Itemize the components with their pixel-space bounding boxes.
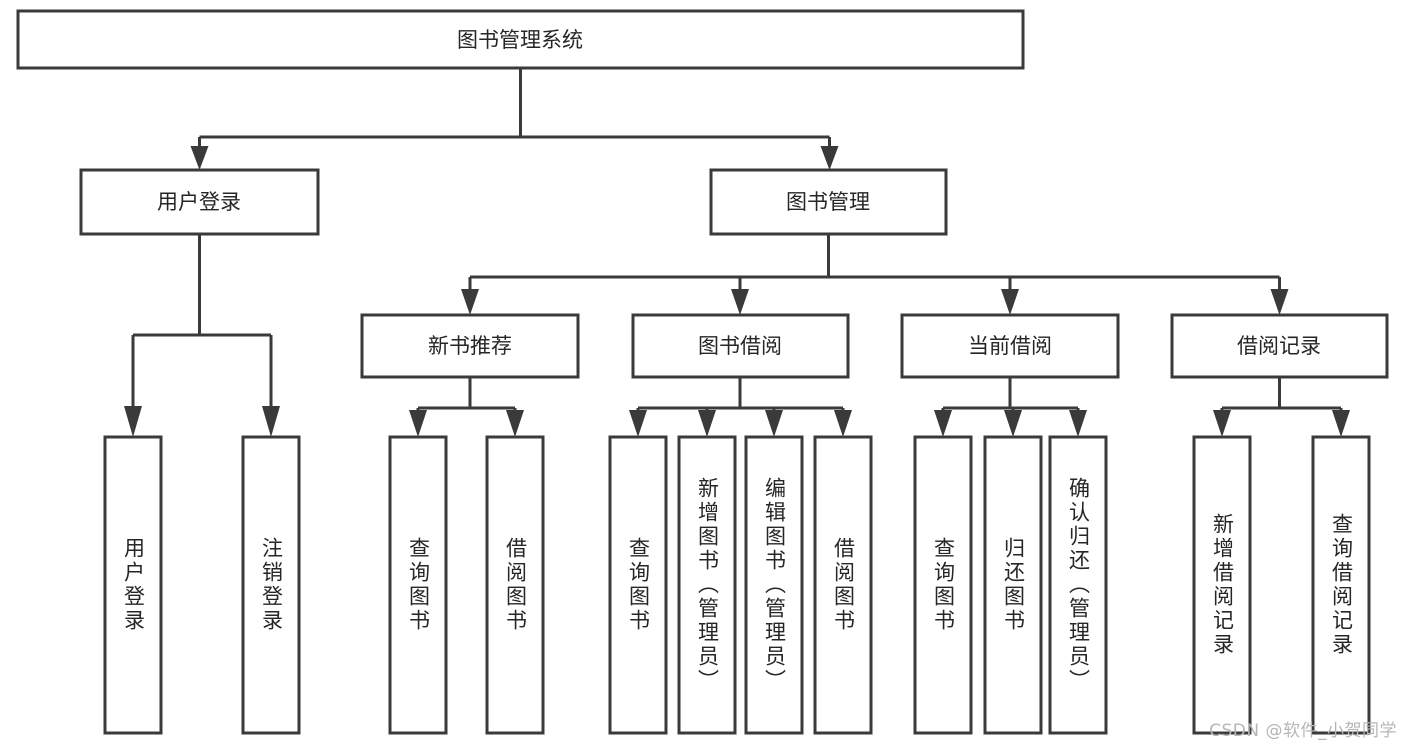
arrow-head-icon [262,406,280,437]
node-root[interactable]: 图书管理系统 [16,9,1025,70]
node-borrow-record[interactable]: 借阅记录 [1170,313,1389,379]
arrow-head-icon [1001,289,1019,315]
leaf-box-query-book-1[interactable] [388,435,448,735]
leaf-box-query-book-2[interactable] [608,435,668,735]
arrow-head-icon [1270,289,1289,315]
arrow-head-icon [1069,410,1087,437]
node-book-borrow-label: 图书借阅 [698,334,782,358]
leaf-boxes [103,435,1371,735]
connector-record-to-leaves [1213,377,1350,437]
node-book-management-box[interactable] [709,168,948,236]
connector-userlogin-to-leaves [124,234,280,437]
node-book-borrow[interactable]: 图书借阅 [631,313,850,379]
node-current-borrow-box[interactable] [900,313,1120,379]
arrow-head-icon [820,146,839,170]
node-current-borrow[interactable]: 当前借阅 [900,313,1120,379]
leaf-box-logout[interactable] [241,435,301,735]
connector-root-to-level2 [190,68,839,170]
arrow-head-icon [731,289,749,315]
arrow-head-icon [834,410,852,437]
node-book-management[interactable]: 图书管理 [709,168,948,236]
arrow-head-icon [409,410,427,437]
connector-newbook-to-leaves [409,377,524,437]
node-new-book-recommend[interactable]: 新书推荐 [360,313,580,379]
node-user-login-box[interactable] [79,168,320,236]
node-borrow-record-box[interactable] [1170,313,1389,379]
arrow-head-icon [934,410,952,437]
leaf-box-add-record[interactable] [1192,435,1252,735]
arrow-head-icon [124,406,142,437]
node-new-book-recommend-label: 新书推荐 [428,334,512,358]
leaf-box-edit-book[interactable] [744,435,804,735]
node-book-borrow-box[interactable] [631,313,850,379]
node-user-login[interactable]: 用户登录 [79,168,320,236]
arrow-head-icon [506,410,524,437]
node-new-book-recommend-box[interactable] [360,313,580,379]
connector-current-to-leaves [934,377,1087,437]
leaf-box-user-login[interactable] [103,435,163,735]
leaf-box-borrow-book-2[interactable] [813,435,873,735]
leaf-box-return-book[interactable] [983,435,1043,735]
arrow-head-icon [698,410,716,437]
leaf-box-confirm-return[interactable] [1048,435,1108,735]
node-book-management-label: 图书管理 [786,190,870,214]
node-user-login-label: 用户登录 [157,190,241,214]
leaf-box-add-book[interactable] [677,435,737,735]
arrow-head-icon [190,146,209,170]
node-current-borrow-label: 当前借阅 [968,334,1052,358]
leaf-box-query-record[interactable] [1311,435,1371,735]
arrow-head-icon [629,410,647,437]
watermark-text: CSDN @软件_小贺同学 [1209,721,1397,741]
arrow-head-icon [1213,410,1231,437]
leaf-box-borrow-book-1[interactable] [485,435,545,735]
node-root-label: 图书管理系统 [457,28,583,52]
arrow-head-icon [1004,410,1022,437]
node-root-box[interactable] [16,9,1025,70]
arrow-head-icon [765,410,783,437]
node-borrow-record-label: 借阅记录 [1237,334,1321,358]
arrow-head-icon [461,289,479,315]
arrow-head-icon [1332,410,1350,437]
connector-bookmgmt-to-level3 [461,234,1289,315]
connector-borrow-to-leaves [629,377,852,437]
leaf-box-query-book-3[interactable] [913,435,973,735]
